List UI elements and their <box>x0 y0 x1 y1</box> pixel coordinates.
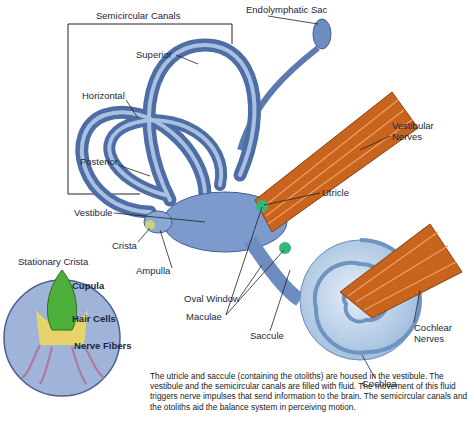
group-label: Semicircular Canals <box>96 10 180 21</box>
part-label: Cochlear Nerves <box>414 322 466 344</box>
caption-text: The utricle and saccule (containing the … <box>150 371 468 412</box>
part-label: Vestibular Nerves <box>392 120 444 142</box>
part-label: Vestibule <box>74 207 113 218</box>
part-label: Endolymphatic Sac <box>246 4 327 15</box>
part-label: Horizontal <box>82 90 125 101</box>
part-label: Crista <box>112 240 137 251</box>
inset-heading: Stationary Crista <box>18 256 88 267</box>
circle-shape <box>4 280 120 396</box>
circle-outline <box>2 256 124 398</box>
part-label: Maculae <box>186 311 222 322</box>
part-label: Oval Window <box>184 293 240 304</box>
part-label: Saccule <box>250 330 284 341</box>
part-label: Ampulla <box>136 265 170 276</box>
part-label: Posterior <box>80 156 118 167</box>
inset-circle: Stationary CristaCupulaHair CellsNerve F… <box>2 256 124 398</box>
inset-label: Hair Cells <box>72 313 116 324</box>
inset-label: Nerve Fibers <box>74 340 132 351</box>
inset-label: Cupula <box>72 280 104 291</box>
part-label: Utricle <box>322 187 349 198</box>
part-label: Superior <box>136 49 172 60</box>
